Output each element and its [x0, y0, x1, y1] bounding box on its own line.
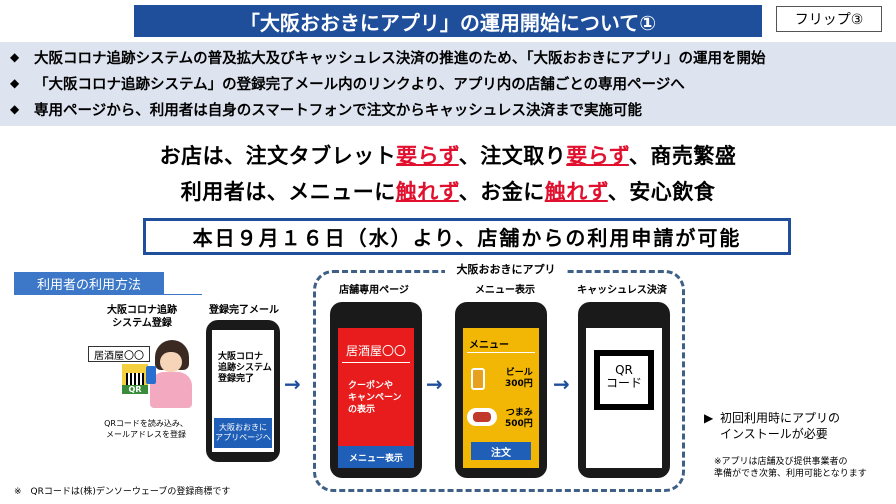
slogan-emphasis: 要らず — [396, 144, 459, 168]
date-notice: 本日９月１６日（水）より、店舗からの利用申請が可能 — [143, 218, 791, 255]
slogan-text: 、商売繁盛 — [628, 144, 737, 168]
footnote: ※ QRコードは(株)デンソーウェーブの登録商標です — [14, 487, 231, 497]
divider — [342, 362, 410, 363]
phone-shop: 居酒屋〇〇 クーポンや キャンペーン の表示 メニュー表示 — [330, 302, 422, 478]
phone-screen: QR コード — [586, 328, 662, 468]
shop-sign: 居酒屋〇〇 — [88, 346, 150, 362]
diamond-icon: ◆ — [10, 102, 20, 116]
qr-code: QR コード — [594, 350, 654, 410]
install-note: 初回利用時にアプリの インストールが必要 — [720, 411, 841, 441]
app-link-button[interactable]: 大阪おおきに アプリページへ — [214, 418, 272, 448]
phone-icon — [146, 366, 156, 384]
install-subnote: ※アプリは店舗及び提供事業者の 準備ができ次第、利用可能となります — [714, 457, 867, 479]
step3-title: 店舗専用ページ — [339, 285, 409, 296]
qr-icon — [126, 373, 144, 385]
phone-menu: メニュー ビール 300円 つまみ 500円 注文 — [455, 302, 547, 478]
slogan-emphasis: 触れず — [544, 180, 608, 204]
bullet-text: 「大阪コロナ追跡システム」の登録完了メール内のリンクより、アプリ内の店舗ごとの専… — [34, 76, 685, 93]
step2-title: 登録完了メール — [209, 305, 279, 316]
app-label: 大阪おおきにアプリ — [445, 261, 567, 277]
arrow-right-icon: → — [284, 372, 301, 396]
menu-item[interactable]: つまみ 500円 — [505, 408, 533, 429]
diamond-icon: ◆ — [10, 76, 20, 90]
mail-text: 大阪コロナ 追跡システム 登録完了 — [218, 352, 272, 384]
qr-stand: QR — [122, 364, 148, 394]
qr-label: QR — [122, 385, 148, 394]
arrow-right-icon: → — [426, 372, 443, 396]
bullet-item: ◆ 大阪コロナ追跡システムの普及拡大及びキャッシュレス決済の推進のため、「大阪おお… — [10, 44, 886, 70]
slogan-text: 、安心飲食 — [607, 180, 716, 204]
triangle-icon: ▶ — [704, 411, 714, 425]
arrow-right-icon: → — [553, 372, 570, 396]
menu-head: メニュー — [469, 340, 509, 351]
slogan-emphasis: 触れず — [395, 180, 459, 204]
person-face — [160, 352, 182, 372]
slogan-text: お店は、注文タブレット — [159, 144, 397, 168]
phone-payment: QR コード — [578, 302, 670, 478]
qr-code-text: QR コード — [605, 363, 642, 390]
slogan-shop: お店は、注文タブレット要らず、注文取り要らず、商売繁盛 — [0, 140, 896, 170]
divider — [467, 352, 535, 353]
method-tab: 利用者の利用方法 — [14, 272, 164, 294]
shop-name: 居酒屋〇〇 — [346, 344, 407, 358]
step1-caption: QRコードを読み込み、 メールアドレスを登録 — [104, 419, 188, 439]
bullet-list: ◆ 大阪コロナ追跡システムの普及拡大及びキャッシュレス決済の推進のため、「大阪おお… — [0, 42, 896, 126]
phone-screen: メニュー ビール 300円 つまみ 500円 注文 — [463, 328, 539, 468]
divider — [14, 294, 202, 295]
slogan-text: 、お金に — [458, 180, 545, 204]
slogan-text: 、注文取り — [458, 144, 567, 168]
bullet-item: ◆ 「大阪コロナ追跡システム」の登録完了メール内のリンクより、アプリ内の店舗ごとの… — [10, 70, 886, 96]
snack-icon — [467, 408, 497, 426]
order-button[interactable]: 注文 — [471, 442, 531, 460]
person-body — [150, 372, 192, 408]
bullet-text: 専用ページから、利用者は自身のスマートフォンで注文からキャッシュレス決済まで実施… — [34, 102, 642, 119]
slogan-emphasis: 要らず — [566, 144, 629, 168]
phone-mail: 大阪コロナ 追跡システム 登録完了 大阪おおきに アプリページへ — [206, 320, 280, 462]
coupon-text: クーポンや キャンペーン の表示 — [348, 381, 402, 415]
step5-title: キャッシュレス決済 — [577, 285, 667, 296]
step4-title: メニュー表示 — [475, 285, 535, 296]
step1-title: 大阪コロナ追跡 システム登録 — [107, 305, 177, 329]
bullet-item: ◆ 専用ページから、利用者は自身のスマートフォンで注文からキャッシュレス決済まで実… — [10, 96, 886, 122]
page-title: 「大阪おおきにアプリ」の運用開始について① — [134, 5, 762, 37]
diamond-icon: ◆ — [10, 50, 20, 64]
beer-icon — [471, 368, 485, 390]
flip-label: フリップ③ — [776, 6, 882, 32]
phone-screen: 居酒屋〇〇 クーポンや キャンペーン の表示 メニュー表示 — [338, 328, 414, 468]
phone-screen: 大阪コロナ 追跡システム 登録完了 大阪おおきに アプリページへ — [212, 330, 274, 452]
slogan-user: 利用者は、メニューに触れず、お金に触れず、安心飲食 — [0, 176, 896, 206]
slogan-text: 利用者は、メニューに — [180, 180, 396, 204]
menu-button[interactable]: メニュー表示 — [338, 446, 414, 468]
menu-item[interactable]: ビール 300円 — [505, 368, 533, 389]
bullet-text: 大阪コロナ追跡システムの普及拡大及びキャッシュレス決済の推進のため、「大阪おおき… — [34, 50, 766, 67]
